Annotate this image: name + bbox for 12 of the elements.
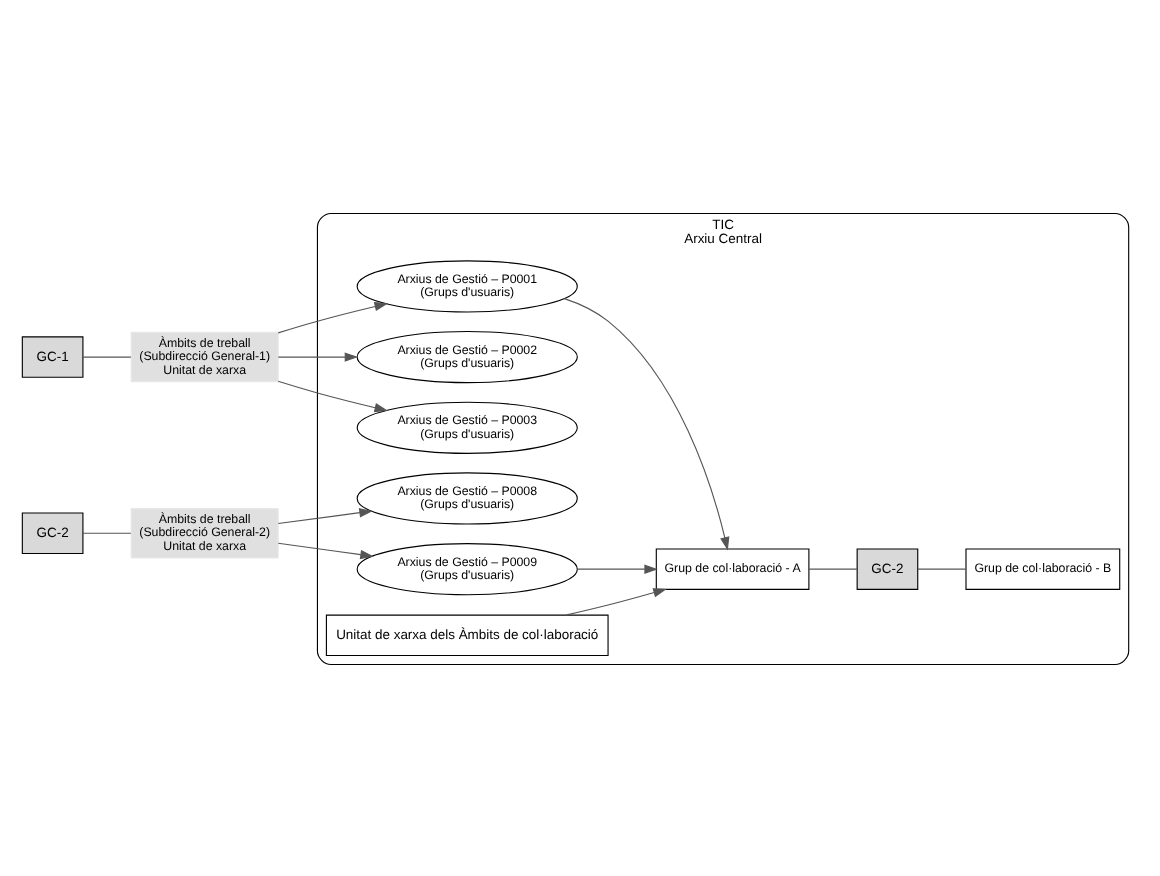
connector [808,567,858,569]
arrow [277,351,359,361]
connector [82,355,132,357]
arrow [563,297,730,550]
arrow [277,541,374,559]
connector [917,567,967,569]
arrow [277,379,388,412]
connector [82,531,132,533]
arrow [277,507,373,524]
arrow [277,300,388,333]
arrow [577,563,658,573]
arrow [565,587,667,615]
